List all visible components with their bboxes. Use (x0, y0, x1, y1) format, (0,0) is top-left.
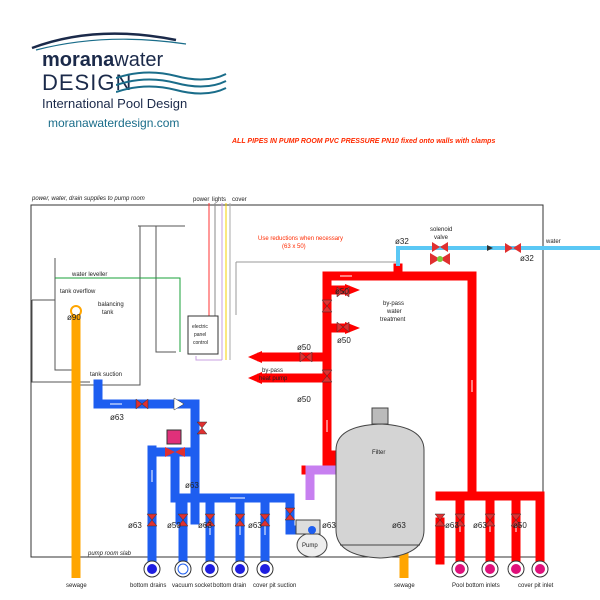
dim-d63-mid: ø63 (185, 481, 199, 490)
water-leveller-label: water leveller (71, 272, 107, 278)
bypass-water-label-1: by-pass (383, 301, 404, 307)
logo-subtitle: International Pool Design (42, 96, 188, 111)
fresh-water-pipe (396, 246, 600, 266)
dim-d50-3: ø50 (297, 343, 311, 352)
solenoid-label-1: solenoid (430, 227, 452, 233)
dim-d32-a: ø32 (395, 237, 409, 246)
cover-pit-suction-label: cover pit suction (253, 583, 296, 589)
balancing-tank-label-1: balancing (98, 302, 124, 308)
suction-pipework (93, 379, 315, 565)
dim-d63-pump: ø63 (322, 521, 336, 530)
water-leveller-line (55, 277, 181, 352)
pump-label: Pump (302, 543, 318, 549)
pump-room-slab-label: pump room slab (87, 551, 132, 557)
dim-d63-f: ø63 (473, 521, 487, 530)
reductions-label-1: Use reductions when necessary (258, 236, 343, 242)
dim-d63-c: ø63 (198, 521, 212, 530)
tank-overflow-label: tank overflow (60, 289, 96, 295)
header-note: ALL PIPES IN PUMP ROOM PVC PRESSURE PN10… (232, 138, 496, 145)
reductions-label-2: (63 x 50) (282, 244, 306, 250)
logo-waves-icon (116, 71, 227, 95)
dim-d63-tank: ø63 (110, 413, 124, 422)
dim-d63-e: ø63 (445, 521, 459, 530)
solenoid-label-2: valve (434, 235, 449, 241)
dim-d63-sewage: ø63 (392, 521, 406, 530)
sewage-left-label: sewage (66, 583, 87, 589)
electric-panel-label-3: control (193, 340, 208, 346)
supplies-label: power, water, drain supplies to pump roo… (31, 196, 145, 202)
pump-filter-link (305, 465, 336, 500)
dim-d50-g: ø50 (513, 521, 527, 530)
cover-pit-inlet-label: cover pit inlet (518, 583, 554, 589)
electric-panel (187, 315, 219, 355)
bottom-drains-label: bottom drains (130, 583, 166, 589)
dim-d63-d: ø63 (248, 521, 262, 530)
cover-label: cover (232, 197, 247, 203)
water-label: water (545, 239, 561, 245)
bypass-heat-label-1: by-pass (262, 368, 283, 374)
pool-bottom-inlets-label: Pool bottom inlets (452, 583, 500, 589)
power-label: power (193, 197, 209, 203)
pool-connection-points (143, 560, 549, 578)
logo-wave-icon (31, 32, 187, 51)
dim-d32-b: ø32 (520, 254, 534, 263)
dim-d63-a: ø63 (128, 521, 142, 530)
three-way-valve-actuator (166, 429, 182, 445)
pump (295, 519, 328, 558)
solenoid-valve-icon (430, 242, 450, 265)
sand-filter (335, 407, 425, 559)
electric-panel-label-2: panel (194, 332, 206, 338)
balancing-tank-label-2: tank (102, 310, 114, 316)
water-inlet-valve-icon (505, 243, 513, 253)
bypass-heat-label-2: heat pump (259, 376, 288, 382)
bypass-water-label-2: water (386, 309, 402, 315)
bypass-water-label-3: treatment (380, 317, 406, 323)
dim-d50-2: ø50 (337, 336, 351, 345)
dim-d90: ø90 (67, 313, 81, 322)
pipe-valves (135, 286, 522, 527)
vacuum-socket-label: vacuum socket (172, 583, 212, 589)
lights-label: lights (212, 197, 226, 203)
dim-d50-4: ø50 (297, 395, 311, 404)
electric-panel-label-1: electric (192, 324, 208, 330)
filter-label: Filter (372, 450, 385, 456)
tank-suction-label: tank suction (90, 372, 122, 378)
bottom-drain-label: bottom drain (213, 583, 246, 589)
logo-url: moranawaterdesign.com (48, 116, 180, 130)
company-logo: moranawater DESIGN International Pool De… (26, 28, 227, 138)
dim-d50-b: ø50 (167, 521, 181, 530)
sewage-right-label: sewage (394, 583, 415, 589)
logo-brand: moranawater (42, 49, 164, 71)
dim-d50-1: ø50 (335, 287, 349, 296)
